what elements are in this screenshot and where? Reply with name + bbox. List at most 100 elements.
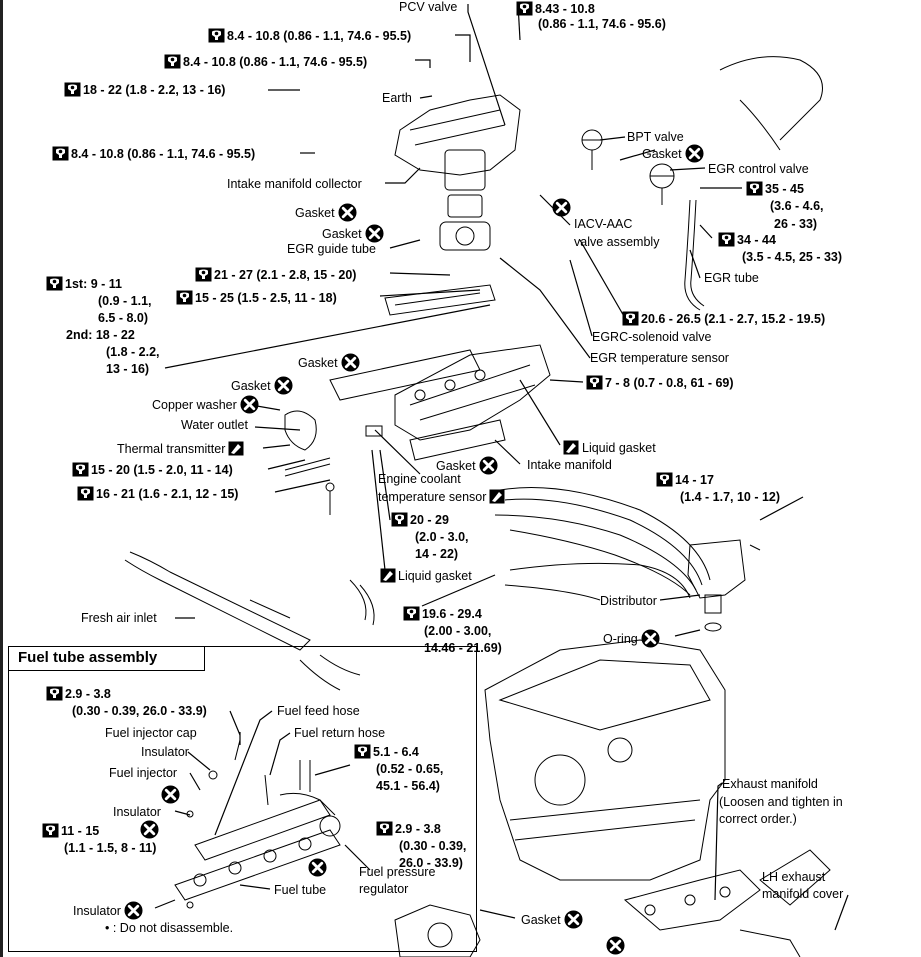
label-coolant-2: temperature sensor [378, 489, 505, 505]
torque-c: 18 - 22 (1.8 - 2.2, 13 - 16) [64, 82, 225, 98]
torque-h: 15 - 25 (1.5 - 2.5, 11 - 18) [176, 290, 337, 306]
torque-wrench-icon [164, 54, 181, 69]
thermal-transmitter-text: Thermal transmitter [117, 442, 226, 456]
label-lh-exhaust-1: LH exhaust [762, 870, 826, 884]
replace-x-icon [274, 376, 293, 395]
torque-f: 34 - 44 [718, 232, 776, 248]
replace-x-icon [552, 198, 571, 217]
label-fuel-injector: Fuel injector [109, 766, 178, 780]
torque-b: 8.4 - 10.8 (0.86 - 1.1, 74.6 - 95.5) [164, 54, 367, 70]
torque-b-value: 8.4 - 10.8 (0.86 - 1.1, 74.6 - 95.5) [183, 55, 368, 69]
liquid-gasket-icon [380, 568, 396, 583]
label-do-not-disassemble: • : Do not disassemble. [105, 921, 234, 935]
replace-iacv [549, 198, 571, 217]
o-ring-text: O-ring [603, 632, 638, 646]
torque-wrench-icon [516, 1, 533, 16]
torque-top-right-metric: (0.86 - 1.1, 74.6 - 95.6) [538, 17, 666, 31]
torque-wrench-icon [195, 267, 212, 282]
replace-x-icon [685, 144, 704, 163]
torque-o: 19.6 - 29.4 [403, 606, 482, 622]
torque-wrench-icon [64, 82, 81, 97]
torque-n-value: 20 - 29 [410, 513, 449, 527]
replace-x-icon [365, 224, 384, 243]
label-exhaust-manifold-2: (Loosen and tighten in [719, 795, 843, 809]
torque-p-value: 2.9 - 3.8 [65, 687, 111, 701]
label-gasket-6: Gasket [436, 456, 498, 475]
label-thermal-transmitter: Thermal transmitter [117, 441, 244, 457]
torque-second-metric: (1.8 - 2.2, [106, 345, 160, 359]
torque-wrench-icon [586, 375, 603, 390]
insulator-3-text: Insulator [73, 904, 121, 918]
label-egr-guide-tube: EGR guide tube [287, 242, 376, 256]
label-liquid-gasket-1: Liquid gasket [563, 440, 656, 456]
torque-s-value: 2.9 - 3.8 [395, 822, 441, 836]
part-outlines [124, 56, 831, 957]
replace-x-icon [124, 901, 143, 920]
torque-wrench-icon [746, 181, 763, 196]
label-fuel-pressure-1: Fuel pressure [359, 865, 436, 879]
gasket-5-text: Gasket [231, 379, 271, 393]
label-fuel-tube: Fuel tube [274, 883, 327, 897]
label-fuel-injector-cap: Fuel injector cap [105, 726, 197, 740]
label-insulator-1: Insulator [141, 745, 189, 759]
replace-insulator-2 [137, 820, 159, 839]
torque-p-metric: (0.30 - 0.39, 26.0 - 33.9) [72, 704, 207, 718]
gasket-7-text: Gasket [521, 913, 561, 927]
label-gasket-4: Gasket [298, 353, 360, 372]
torque-d: 8.4 - 10.8 (0.86 - 1.1, 74.6 - 95.5) [52, 146, 255, 162]
gasket-4-text: Gasket [298, 356, 338, 370]
liquid-gasket-icon [563, 440, 579, 455]
torque-m: 14 - 17 [656, 472, 714, 488]
torque-wrench-icon [46, 686, 63, 701]
label-insulator-3: Insulator [73, 901, 143, 920]
torque-f-value: 34 - 44 [737, 233, 776, 247]
replace-x-icon [240, 395, 259, 414]
label-bpt-valve: BPT valve [627, 130, 684, 144]
torque-wrench-icon [72, 462, 89, 477]
fuel-tube-assembly-title-box [8, 646, 205, 671]
torque-a: 8.4 - 10.8 (0.86 - 1.1, 74.6 - 95.5) [208, 28, 411, 44]
label-iacv-2: valve assembly [574, 235, 660, 249]
torque-i: 20.6 - 26.5 (2.1 - 2.7, 15.2 - 19.5) [622, 311, 825, 327]
torque-wrench-icon [656, 472, 673, 487]
torque-n-metric: (2.0 - 3.0, [415, 530, 469, 544]
label-coolant-1: Engine coolant [378, 472, 461, 486]
torque-o-value: 19.6 - 29.4 [422, 607, 482, 621]
torque-wrench-icon [403, 606, 420, 621]
replace-x-icon [308, 858, 327, 877]
torque-c-value: 18 - 22 (1.8 - 2.2, 13 - 16) [83, 83, 226, 97]
replace-x-icon [479, 456, 498, 475]
label-lh-exhaust-2: manifold cover [762, 887, 844, 901]
torque-s: 2.9 - 3.8 [376, 821, 441, 837]
torque-wrench-icon [46, 276, 63, 291]
label-egr-tube: EGR tube [704, 271, 759, 285]
torque-a-value: 8.4 - 10.8 (0.86 - 1.1, 74.6 - 95.5) [227, 29, 412, 43]
label-earth: Earth [382, 91, 412, 105]
label-gasket-5: Gasket [231, 376, 293, 395]
gasket-1-text: Gasket [642, 147, 682, 161]
torque-e: 35 - 45 [746, 181, 804, 197]
torque-wrench-icon [176, 290, 193, 305]
label-pcv-valve: PCV valve [399, 0, 458, 14]
liquid-gasket-icon [489, 489, 505, 504]
gasket-6-text: Gasket [436, 459, 476, 473]
fuel-tube-assembly-title: Fuel tube assembly [18, 649, 158, 666]
torque-wrench-icon [52, 146, 69, 161]
torque-o-metric: (2.00 - 3.00, [424, 624, 492, 638]
label-intake-manifold-collector: Intake manifold collector [227, 177, 362, 191]
torque-wrench-icon [376, 821, 393, 836]
label-egrc-solenoid: EGRC-solenoid valve [592, 330, 712, 344]
torque-r-metric: (1.1 - 1.5, 8 - 11) [64, 841, 157, 855]
replace-x-icon [341, 353, 360, 372]
torque-wrench-icon [622, 311, 639, 326]
torque-h-value: 15 - 25 (1.5 - 2.5, 11 - 18) [195, 291, 337, 305]
replace-fuel-injector [158, 785, 180, 804]
gasket-2-text: Gasket [295, 206, 335, 220]
torque-q: 5.1 - 6.4 [354, 744, 419, 760]
torque-wrench-icon [77, 486, 94, 501]
label-copper-washer: Copper washer [152, 395, 259, 414]
replace-x-icon [338, 203, 357, 222]
torque-wrench-icon [42, 823, 59, 838]
